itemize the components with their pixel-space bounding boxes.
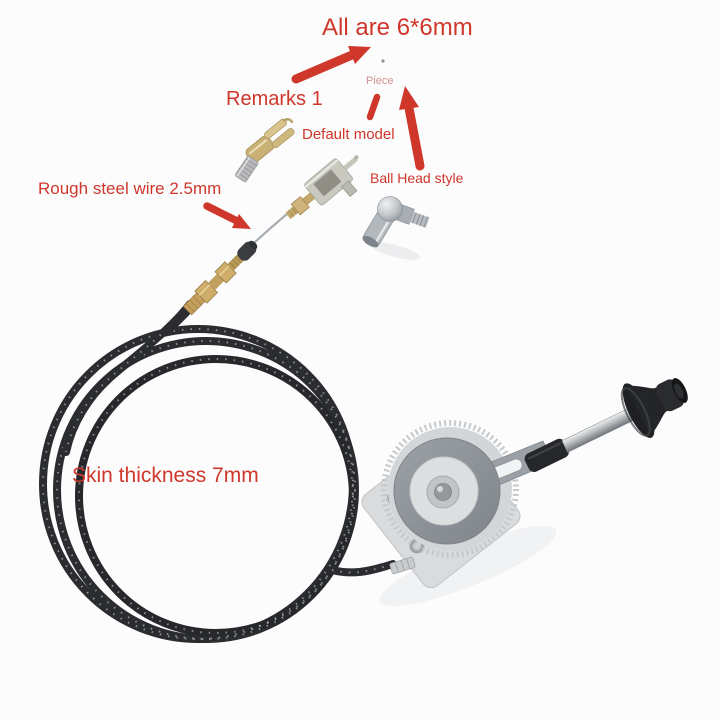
throttle-control-assembly	[361, 378, 688, 607]
cable-drum	[393, 437, 501, 545]
skin-thickness-label: Skin thickness 7mm	[72, 464, 259, 487]
arrow-steel-wire-icon	[203, 202, 251, 229]
ball-joint-part	[362, 196, 430, 260]
size-note-label: All are 6*6mm	[322, 14, 473, 41]
annotation-arrows	[203, 46, 425, 229]
default-model-label: Default model	[302, 126, 395, 143]
lever-knob	[620, 378, 688, 438]
cable-adjuster	[161, 240, 258, 337]
arrow-ball-head-icon	[399, 86, 425, 171]
knurled-ferrule-part	[235, 155, 259, 183]
piece-label: Piece	[366, 75, 394, 87]
cable-ferrule	[389, 556, 416, 575]
red-tick-icon	[366, 93, 381, 121]
ball-head-style-label: Ball Head style	[370, 170, 464, 186]
steel-wire	[253, 213, 288, 244]
arrow-size-note-icon	[291, 46, 371, 84]
wire-clamp-default	[285, 155, 359, 220]
clevis-fork-part	[245, 118, 295, 163]
tiny-dot	[381, 59, 385, 63]
lever-grip	[524, 438, 569, 472]
remarks-label: Remarks 1	[226, 88, 323, 110]
rough-steel-wire-label: Rough steel wire 2.5mm	[38, 179, 222, 198]
